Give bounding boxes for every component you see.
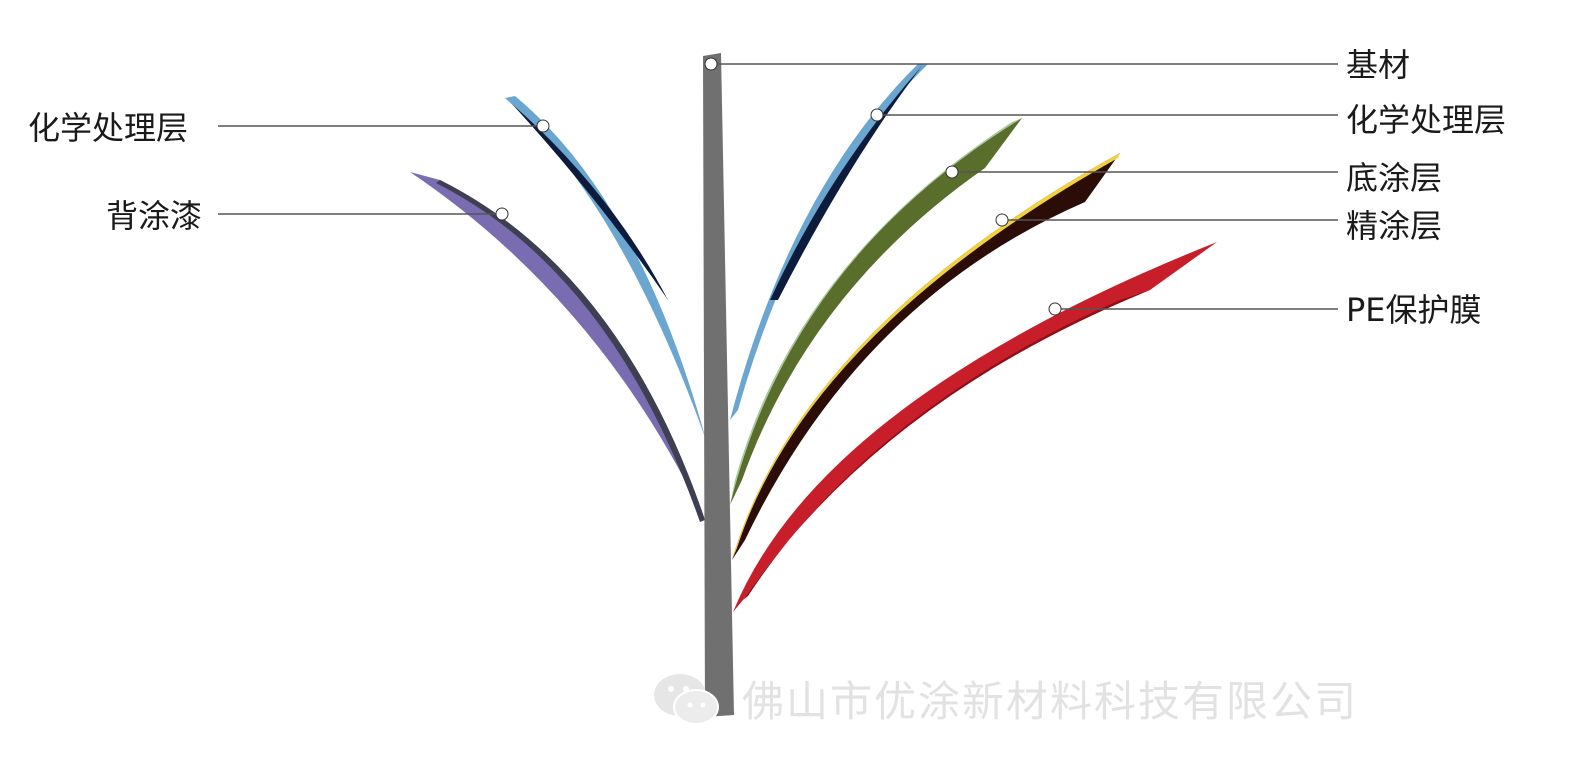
back-coat-layer-edge (436, 180, 705, 522)
dot-primer (945, 165, 959, 179)
leader-lines (218, 63, 1338, 310)
dot-substrate (704, 57, 718, 71)
topcoat-layer (732, 153, 1120, 560)
right-chemical-layer-dark (770, 66, 922, 300)
primer-layer (730, 118, 1022, 505)
label-right-chemical-layer: 化学处理层 (1346, 101, 1507, 139)
label-primer: 底涂层 (1346, 159, 1443, 197)
marker-dots (495, 57, 1062, 316)
dot-pe-film (1048, 302, 1062, 316)
dot-right-chemical (870, 108, 884, 122)
watermark: 佛山市优涂新材料科技有限公司 (652, 668, 1358, 729)
right-chemical-layer (730, 64, 928, 420)
label-back-coat: 背涂漆 (106, 197, 203, 235)
watermark-text: 佛山市优涂新材料科技有限公司 (742, 677, 1359, 726)
dot-left-chemical (536, 119, 550, 133)
dot-back-coat (495, 207, 509, 221)
label-pe-film: PE保护膜 (1346, 291, 1482, 329)
label-substrate: 基材 (1346, 46, 1411, 84)
label-topcoat: 精涂层 (1346, 207, 1443, 245)
back-coat-layer (410, 172, 705, 520)
wechat-icon (654, 673, 719, 725)
dot-topcoat (995, 213, 1009, 227)
label-left-chemical-layer: 化学处理层 (28, 109, 189, 147)
substrate-bar (703, 53, 734, 717)
